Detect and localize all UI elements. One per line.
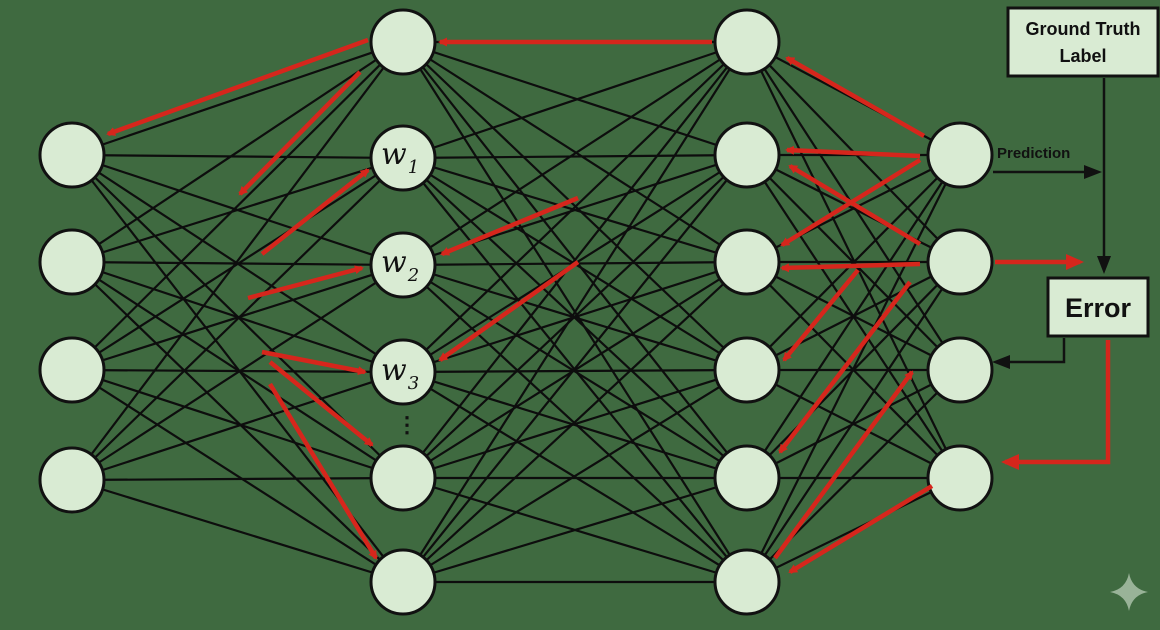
edge (746, 369, 961, 479)
edge (71, 157, 404, 481)
neuron-output-1 (926, 121, 994, 189)
edge (71, 478, 404, 584)
neuron-hidden1-3 (369, 231, 437, 299)
edge (746, 41, 961, 156)
weight-label-w3: w3 (381, 353, 419, 394)
edge (402, 154, 748, 583)
edge (402, 41, 748, 373)
edge (71, 41, 404, 481)
backprop-arrow (438, 260, 580, 362)
neuron-hidden2-4 (713, 336, 781, 404)
ground-truth-box (1006, 6, 1160, 78)
backpropagation-arrows (106, 37, 934, 574)
neuron-hidden2-3 (713, 228, 781, 296)
backprop-arrow (260, 168, 370, 256)
neuron-output-3 (926, 336, 994, 404)
backprop-arrow (782, 268, 860, 362)
backprop-arrow (238, 70, 362, 196)
neuron-input-1 (38, 121, 106, 189)
edge (71, 153, 404, 160)
error-to-output-arrow (1001, 340, 1111, 470)
backprop-arrow (778, 280, 912, 454)
weight-label-w2: w2 (381, 245, 419, 286)
neuron-hidden2-6 (713, 548, 781, 616)
neuron-output-2 (926, 228, 994, 296)
ellipsis-vertical: ⋮ (396, 412, 418, 437)
backprop-arrow (788, 484, 934, 574)
neuron-hidden1-4 (369, 338, 437, 406)
ground-truth-line2: Label (1059, 46, 1106, 66)
neuron-nodes (38, 8, 994, 616)
edge (402, 369, 748, 583)
backprop-arrow (268, 382, 378, 560)
edge (71, 157, 404, 371)
ground-truth-line1: Ground Truth (1026, 19, 1141, 39)
neuron-hidden1-6 (369, 548, 437, 616)
backprop-arrow (440, 195, 579, 257)
backprop-arrow (247, 265, 364, 301)
error-feedback-arrow (992, 338, 1066, 369)
edge (402, 476, 748, 584)
edge (402, 261, 748, 583)
edge (402, 41, 748, 479)
backprop-arrow (785, 145, 921, 159)
neuron-hidden1-2 (369, 124, 437, 192)
edge (71, 41, 404, 371)
edge (402, 41, 748, 266)
neuron-hidden2-5 (713, 444, 781, 512)
backprop-arrow (788, 164, 922, 246)
edge (402, 40, 748, 160)
neuron-input-2 (38, 228, 106, 296)
backprop-arrow (780, 158, 922, 247)
neuron-hidden1-1 (369, 8, 437, 76)
edge (71, 40, 404, 157)
edge (402, 368, 748, 480)
edge (71, 368, 404, 374)
neuron-hidden2-1 (713, 8, 781, 76)
neuron-input-4 (38, 446, 106, 514)
error-label: Error (1065, 293, 1132, 323)
edge (746, 154, 961, 583)
edge (71, 476, 404, 482)
backprop-arrow (261, 349, 367, 376)
error-box (1046, 276, 1150, 338)
connection-edges (71, 40, 961, 584)
edge (71, 370, 404, 482)
neuron-hidden2-2 (713, 121, 781, 189)
edge (746, 477, 961, 583)
edge (71, 41, 404, 263)
neuron-output-4 (926, 444, 994, 512)
backprop-arrow (780, 261, 921, 273)
backprop-arrow (785, 56, 926, 138)
neuron-input-3 (38, 336, 106, 404)
edge (402, 153, 748, 160)
edge (746, 154, 961, 371)
backprop-arrow (268, 360, 374, 447)
edge (71, 156, 404, 264)
neuron-hidden1-5 (369, 444, 437, 512)
backprop-arrow (106, 37, 369, 137)
edge (402, 154, 748, 479)
edge (402, 41, 748, 583)
edge (71, 261, 404, 583)
edge (71, 264, 404, 481)
weight-label-w1: w1 (381, 137, 419, 178)
edge (71, 368, 404, 480)
backprop-arrow (773, 370, 914, 560)
edge (746, 261, 961, 583)
edge (746, 154, 961, 479)
edge (71, 369, 404, 583)
sparkle-icon (1110, 573, 1148, 611)
prediction-label: Prediction (997, 145, 1070, 162)
edge (402, 40, 748, 157)
